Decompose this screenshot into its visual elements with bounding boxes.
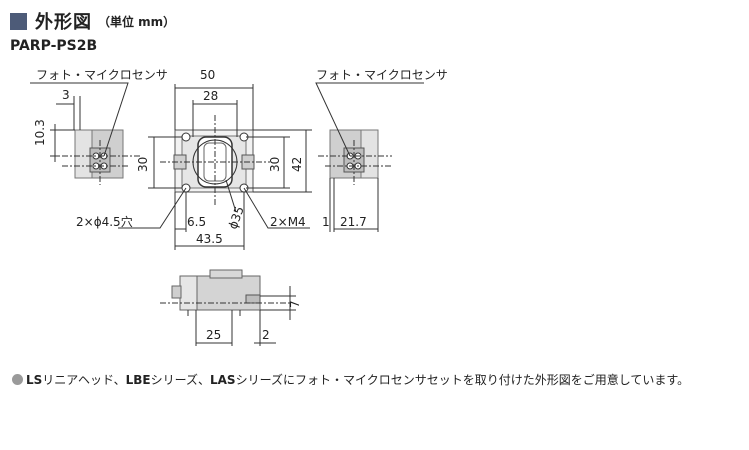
dim-28: 28 (203, 89, 218, 103)
note-las: LAS (209, 372, 236, 387)
bottom-view (160, 269, 296, 346)
header-marker-icon (10, 12, 27, 30)
left-side-view (30, 82, 140, 185)
note-ls: LS (26, 372, 43, 387)
dim-6-5: 6.5 (187, 215, 206, 229)
section-header: 外形図 （単位 mm） (10, 8, 175, 34)
dim-10-3: 10.3 (33, 119, 47, 146)
note-lbe: LBE (125, 372, 151, 387)
footnote: LS リニアヘッド、 LBE シリーズ、 LAS シリーズにフォト・マイクロセン… (12, 371, 689, 388)
thread-label: 2×M4 (270, 215, 306, 229)
right-side-view (315, 82, 424, 232)
note-text-1: リニアヘッド、 (42, 373, 126, 387)
dim-21-7: 21.7 (340, 215, 367, 229)
section-title: 外形図 (35, 12, 92, 33)
unit-label: （単位 mm） (98, 14, 176, 29)
dim-1: 1 (322, 215, 330, 229)
dim-42: 42 (290, 157, 304, 172)
hole-label: 2×ϕ4.5穴 (76, 214, 133, 229)
dim-30-right: 30 (268, 157, 282, 172)
dim-2: 2 (262, 328, 270, 342)
sensor-label-left: フォト・マイクロセンサ (36, 68, 168, 82)
note-text-2: シリーズ、 (150, 373, 210, 387)
dim-50: 50 (200, 68, 215, 82)
note-text-3: シリーズにフォト・マイクロセンサセットを取り付けた外形図をご用意しています。 (235, 373, 690, 387)
bullet-dot-icon (12, 374, 23, 385)
dim-3: 3 (62, 88, 70, 102)
front-view (118, 84, 312, 250)
dim-43-5: 43.5 (196, 232, 223, 246)
sensor-label-right: フォト・マイクロセンサ (316, 68, 448, 82)
dim-7: 7 (288, 300, 302, 308)
model-name: PARP-PS2B (10, 38, 98, 54)
dim-30-left: 30 (136, 157, 150, 172)
dim-25: 25 (206, 328, 221, 342)
